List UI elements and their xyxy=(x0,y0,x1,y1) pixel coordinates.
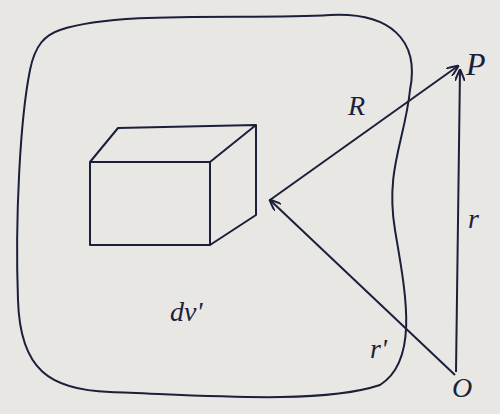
origin-label: O xyxy=(452,374,472,402)
vector-label: r' xyxy=(370,335,387,363)
volume-element-cube xyxy=(90,125,256,245)
point-label: P xyxy=(466,48,486,80)
field-vector xyxy=(456,70,460,372)
region-outline xyxy=(12,8,427,400)
separation-vector xyxy=(270,66,458,200)
vector-label: r xyxy=(468,205,479,233)
charge-region: dv' xyxy=(12,8,427,400)
source-vector xyxy=(270,200,455,375)
vector-label: R xyxy=(348,92,365,120)
volume-label: dv' xyxy=(170,298,202,326)
